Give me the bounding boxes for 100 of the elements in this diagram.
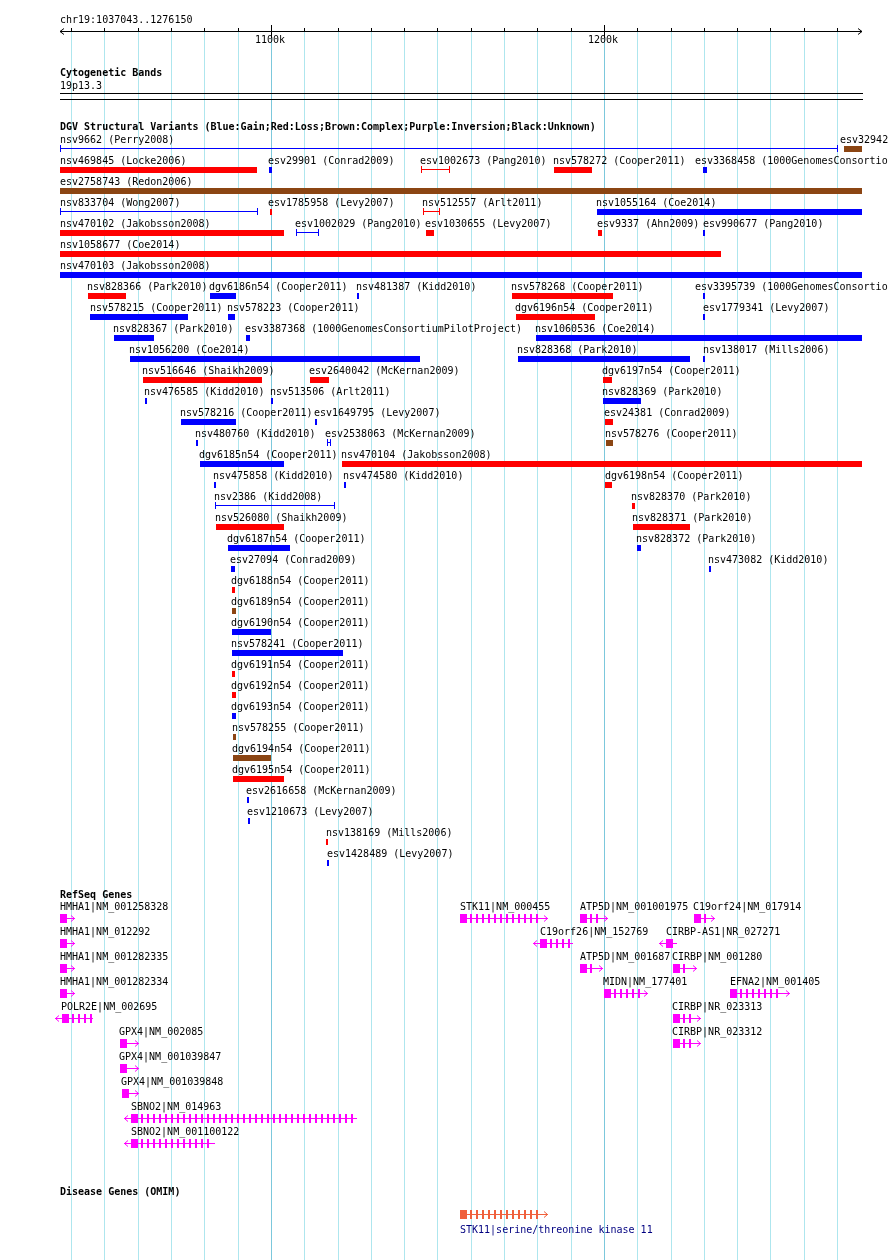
variant-label: nsv473082 (Kidd2010): [708, 554, 829, 566]
gene-label: CIRBP|NM_001280: [672, 951, 763, 963]
variant-label: dgv6185n54 (Cooper2011): [199, 449, 338, 461]
variant-label: nsv9662 (Perry2008): [60, 134, 175, 146]
variant-label: esv1030655 (Levy2007): [425, 218, 552, 230]
gene-label: GPX4|NM_001039847: [119, 1051, 222, 1063]
variant-label: nsv2386 (Kidd2008): [214, 491, 323, 503]
variant-label: nsv470102 (Jakobsson2008): [60, 218, 211, 230]
gene-label: ATP5D|NM_001687: [580, 951, 671, 963]
variant-label: nsv833704 (Wong2007): [60, 197, 181, 209]
variant-label: dgv6187n54 (Cooper2011): [227, 533, 366, 545]
variant-label: dgv6189n54 (Cooper2011): [231, 596, 370, 608]
variant-label: esv1002029 (Pang2010): [295, 218, 422, 230]
gene-label: MIDN|NM_177401: [603, 976, 688, 988]
variant-label: nsv828368 (Park2010): [517, 344, 638, 356]
gene-label: HMHA1|NM_001282334: [60, 976, 169, 988]
variant-label: nsv828371 (Park2010): [632, 512, 753, 524]
variant-label: nsv138017 (Mills2006): [703, 344, 830, 356]
variant-label: nsv474580 (Kidd2010): [343, 470, 464, 482]
variant-label: esv3395739 (1000GenomesConsortio: [695, 281, 888, 293]
variant-label: esv1785958 (Levy2007): [268, 197, 395, 209]
variant-label: esv3387368 (1000GenomesConsortiumPilotProject): [245, 323, 522, 335]
variant-label: nsv578216 (Cooper2011): [180, 407, 313, 419]
gene-label: SBNO2|NM_001100122: [131, 1126, 240, 1138]
coordinate-label: chr19:1037043..1276150: [60, 14, 193, 26]
gene-label: ATP5D|NM_001001975: [580, 901, 689, 913]
variant-label: nsv1056200 (Coe2014): [129, 344, 250, 356]
gene-label: SBNO2|NM_014963: [131, 1101, 222, 1113]
variant-label: dgv6190n54 (Cooper2011): [231, 617, 370, 629]
variant-label: nsv578241 (Cooper2011): [231, 638, 364, 650]
variant-label: esv3368458 (1000GenomesConsortio: [695, 155, 888, 167]
variant-label: nsv1058677 (Coe2014): [60, 239, 181, 251]
variant-label: nsv828372 (Park2010): [636, 533, 757, 545]
track-heading: RefSeq Genes: [60, 889, 133, 901]
variant-label: nsv828370 (Park2010): [631, 491, 752, 503]
variant-label: esv2758743 (Redon2006): [60, 176, 193, 188]
track-heading: Disease Genes (OMIM): [60, 1186, 181, 1198]
gene-label: HMHA1|NM_012292: [60, 926, 151, 938]
variant-label: nsv828367 (Park2010): [113, 323, 234, 335]
variant-label: esv2640042 (McKernan2009): [309, 365, 460, 377]
variant-label: nsv513506 (Arlt2011): [270, 386, 391, 398]
variant-label: nsv1060536 (Coe2014): [535, 323, 656, 335]
variant-label: nsv578268 (Cooper2011): [511, 281, 644, 293]
variant-label: dgv6194n54 (Cooper2011): [232, 743, 371, 755]
variant-label: dgv6186n54 (Cooper2011): [209, 281, 348, 293]
variant-label: nsv469845 (Locke2006): [60, 155, 187, 167]
variant-label: esv32942: [840, 134, 889, 146]
gene-label: C19orf26|NM_152769: [540, 926, 649, 938]
variant-label: esv1428489 (Levy2007): [327, 848, 454, 860]
variant-label: nsv828369 (Park2010): [602, 386, 723, 398]
track-heading: DGV Structural Variants (Blue:Gain;Red:Loss;Brown:Complex;Purple:Inversion;Black:Unknown): [60, 121, 596, 133]
gene-label: POLR2E|NM_002695: [61, 1001, 158, 1013]
variant-label: dgv6195n54 (Cooper2011): [232, 764, 371, 776]
gene-label: CIRBP|NR_023312: [672, 1026, 763, 1038]
variant-label: esv9337 (Ahn2009): [597, 218, 700, 230]
variant-label: dgv6197n54 (Cooper2011): [602, 365, 741, 377]
variant-label: dgv6198n54 (Cooper2011): [605, 470, 744, 482]
variant-label: nsv828366 (Park2010): [87, 281, 208, 293]
variant-label: dgv6188n54 (Cooper2011): [231, 575, 370, 587]
gene-label: CIRBP-AS1|NR_027271: [666, 926, 781, 938]
axis-tick-label: 1100k: [255, 34, 286, 46]
variant-label: dgv6192n54 (Cooper2011): [231, 680, 370, 692]
variant-label: esv1779341 (Levy2007): [703, 302, 830, 314]
variant-label: nsv476585 (Kidd2010): [144, 386, 265, 398]
band-label: 19p13.3: [60, 80, 103, 92]
gene-label: CIRBP|NR_023313: [672, 1001, 763, 1013]
variant-label: nsv475858 (Kidd2010): [213, 470, 334, 482]
variant-label: nsv578272 (Cooper2011): [553, 155, 686, 167]
variant-label: dgv6196n54 (Cooper2011): [515, 302, 654, 314]
variant-label: esv2616658 (McKernan2009): [246, 785, 397, 797]
variant-label: nsv480760 (Kidd2010): [195, 428, 316, 440]
variant-label: nsv481387 (Kidd2010): [356, 281, 477, 293]
variant-label: nsv578276 (Cooper2011): [605, 428, 738, 440]
variant-label: esv27094 (Conrad2009): [230, 554, 357, 566]
gene-label: HMHA1|NM_001258328: [60, 901, 169, 913]
gene-label: STK11|NM_000455: [460, 901, 551, 913]
gene-label: HMHA1|NM_001282335: [60, 951, 169, 963]
variant-label: nsv138169 (Mills2006): [326, 827, 453, 839]
variant-label: nsv470104 (Jakobsson2008): [341, 449, 492, 461]
variant-label: nsv1055164 (Coe2014): [596, 197, 717, 209]
variant-label: nsv578255 (Cooper2011): [232, 722, 365, 734]
variant-label: dgv6193n54 (Cooper2011): [231, 701, 370, 713]
variant-label: esv2538063 (McKernan2009): [325, 428, 476, 440]
variant-label: esv1210673 (Levy2007): [247, 806, 374, 818]
variant-label: nsv470103 (Jakobsson2008): [60, 260, 211, 272]
track-heading: Cytogenetic Bands: [60, 67, 163, 79]
gene-label: EFNA2|NM_001405: [730, 976, 821, 988]
variant-label: nsv512557 (Arlt2011): [422, 197, 543, 209]
variant-label: dgv6191n54 (Cooper2011): [231, 659, 370, 671]
gene-label: C19orf24|NM_017914: [693, 901, 802, 913]
gene-label: GPX4|NM_001039848: [121, 1076, 224, 1088]
axis-tick-label: 1200k: [588, 34, 619, 46]
variant-label: nsv526080 (Shaikh2009): [215, 512, 348, 524]
variant-label: nsv516646 (Shaikh2009): [142, 365, 275, 377]
variant-label: esv1002673 (Pang2010): [420, 155, 547, 167]
variant-label: nsv578215 (Cooper2011): [90, 302, 223, 314]
gene-label: STK11|serine/threonine kinase 11: [460, 1224, 653, 1236]
variant-label: esv24381 (Conrad2009): [604, 407, 731, 419]
gene-label: GPX4|NM_002085: [119, 1026, 204, 1038]
variant-label: nsv578223 (Cooper2011): [227, 302, 360, 314]
